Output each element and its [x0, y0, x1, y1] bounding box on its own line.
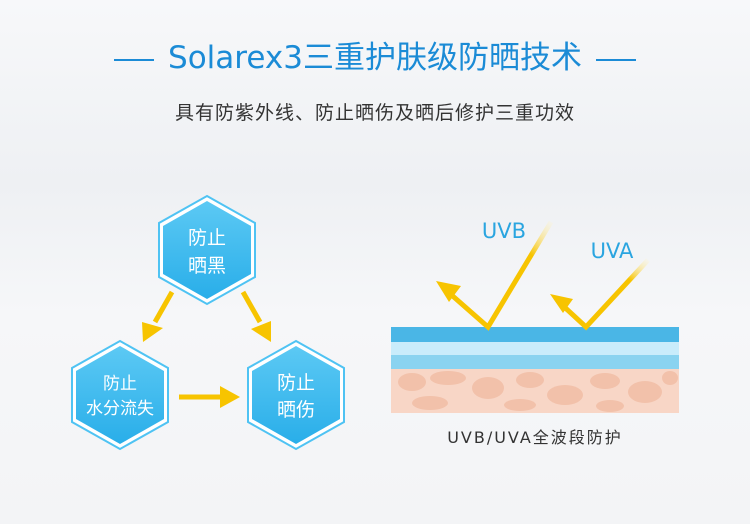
hex-label: 防止	[188, 227, 226, 249]
uva-label: UVA	[591, 239, 634, 263]
flow-arrows	[142, 290, 271, 408]
uvb-label: UVB	[482, 219, 526, 243]
title-text: Solarex3三重护肤级防晒技术	[168, 40, 582, 76]
uva-ray: UVA	[550, 239, 650, 331]
hex-label: 晒伤	[277, 399, 315, 421]
hexagon-prevent-sunburn: 防止 晒伤	[247, 339, 345, 451]
title-dash-left	[114, 58, 155, 61]
hex-label: 晒黑	[188, 255, 226, 277]
hexagon-prevent-tanning: 防止 晒黑	[158, 194, 256, 306]
hex-label: 防止	[103, 374, 137, 394]
caption: UVB/UVA全波段防护	[447, 428, 623, 447]
title-dash-right	[595, 58, 636, 61]
hex-label: 水分流失	[86, 399, 154, 419]
skin-layers	[391, 327, 679, 413]
hex-label: 防止	[277, 372, 315, 394]
arrow-right	[240, 290, 263, 324]
arrow-left	[152, 290, 175, 324]
page-title: Solarex3三重护肤级防晒技术	[0, 32, 750, 77]
hexagon-prevent-moisture-loss: 防止 水分流失	[71, 339, 169, 451]
uvb-ray: UVB	[436, 219, 554, 331]
page-subtitle: 具有防紫外线、防止晒伤及晒后修护三重功效	[174, 102, 575, 124]
